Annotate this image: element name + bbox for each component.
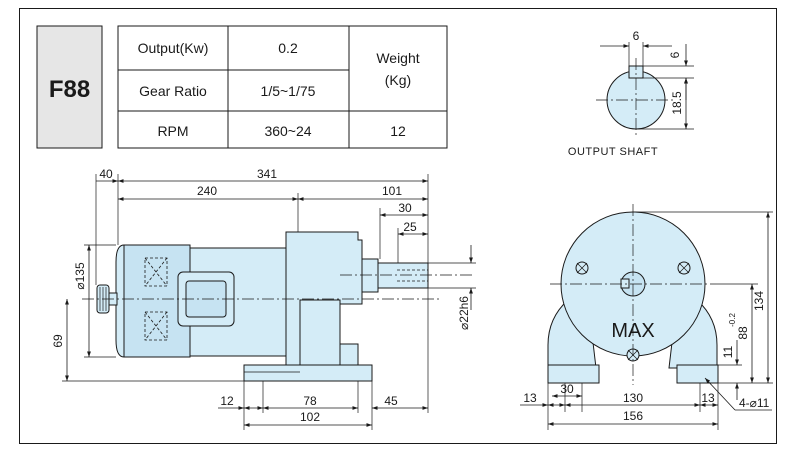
dim-156: 156 [623, 409, 643, 423]
gear-ratio-label: Gear Ratio [139, 83, 207, 99]
gear-ratio-value: 1/5~1/75 [261, 83, 316, 99]
output-shaft-view: 6 6 18.5 OUTPUT SHAFT [568, 29, 694, 158]
dim-102: 102 [300, 410, 320, 424]
dim-13-left: 13 [523, 391, 537, 405]
spec-table: F88 Output(Kw) 0.2 Gear Ratio 1/5~1/75 R… [36, 25, 448, 149]
shaft-height: 18.5 [670, 91, 684, 115]
shaft-key-width: 6 [633, 29, 640, 43]
dim-88-tolerance: -0.2 [728, 313, 737, 327]
outer-frame [19, 8, 777, 444]
shaft-key-depth: 6 [668, 51, 682, 58]
output-label: Output(Kw) [138, 40, 209, 56]
output-shaft-caption: OUTPUT SHAFT [568, 146, 658, 158]
dim-88: 88 [736, 326, 750, 340]
dim-dia22h6: ⌀22h6 [457, 296, 471, 330]
model-badge [36, 25, 103, 149]
dim-130: 130 [623, 391, 643, 405]
dim-40: 40 [99, 167, 113, 181]
dim-25: 25 [403, 220, 417, 234]
dim-341: 341 [257, 167, 277, 181]
dim-240: 240 [197, 184, 217, 198]
dim-30: 30 [398, 201, 412, 215]
rpm-label: RPM [157, 123, 188, 139]
dim-12: 12 [220, 394, 234, 408]
output-value: 0.2 [278, 40, 298, 56]
foot-base [243, 364, 373, 382]
weight-value: 12 [390, 123, 406, 139]
front-view: MAX 134 88 -0.2 11 13 30 130 13 156 [520, 204, 773, 430]
dim-dia135: ⌀135 [73, 262, 87, 290]
rpm-value: 360~24 [264, 123, 311, 139]
holes-label: 4-⌀11 [739, 396, 770, 410]
dim-78: 78 [303, 394, 317, 408]
side-output-shaft [377, 262, 429, 289]
model-name: F88 [49, 76, 90, 103]
weight-label-line2: (Kg) [385, 72, 411, 88]
dim-30-front: 30 [560, 382, 574, 396]
foot-pedestal [299, 299, 341, 367]
dim-11-height: 11 [721, 345, 735, 358]
weight-label-line1: Weight [376, 50, 419, 66]
dim-45: 45 [384, 394, 398, 408]
dim-101: 101 [382, 184, 402, 198]
dim-13-right: 13 [701, 391, 715, 405]
side-view: 40 341 240 101 30 25 ⌀135 69 ⌀22h6 12 [51, 167, 476, 430]
dim-69: 69 [51, 334, 65, 348]
dim-134: 134 [752, 291, 766, 311]
